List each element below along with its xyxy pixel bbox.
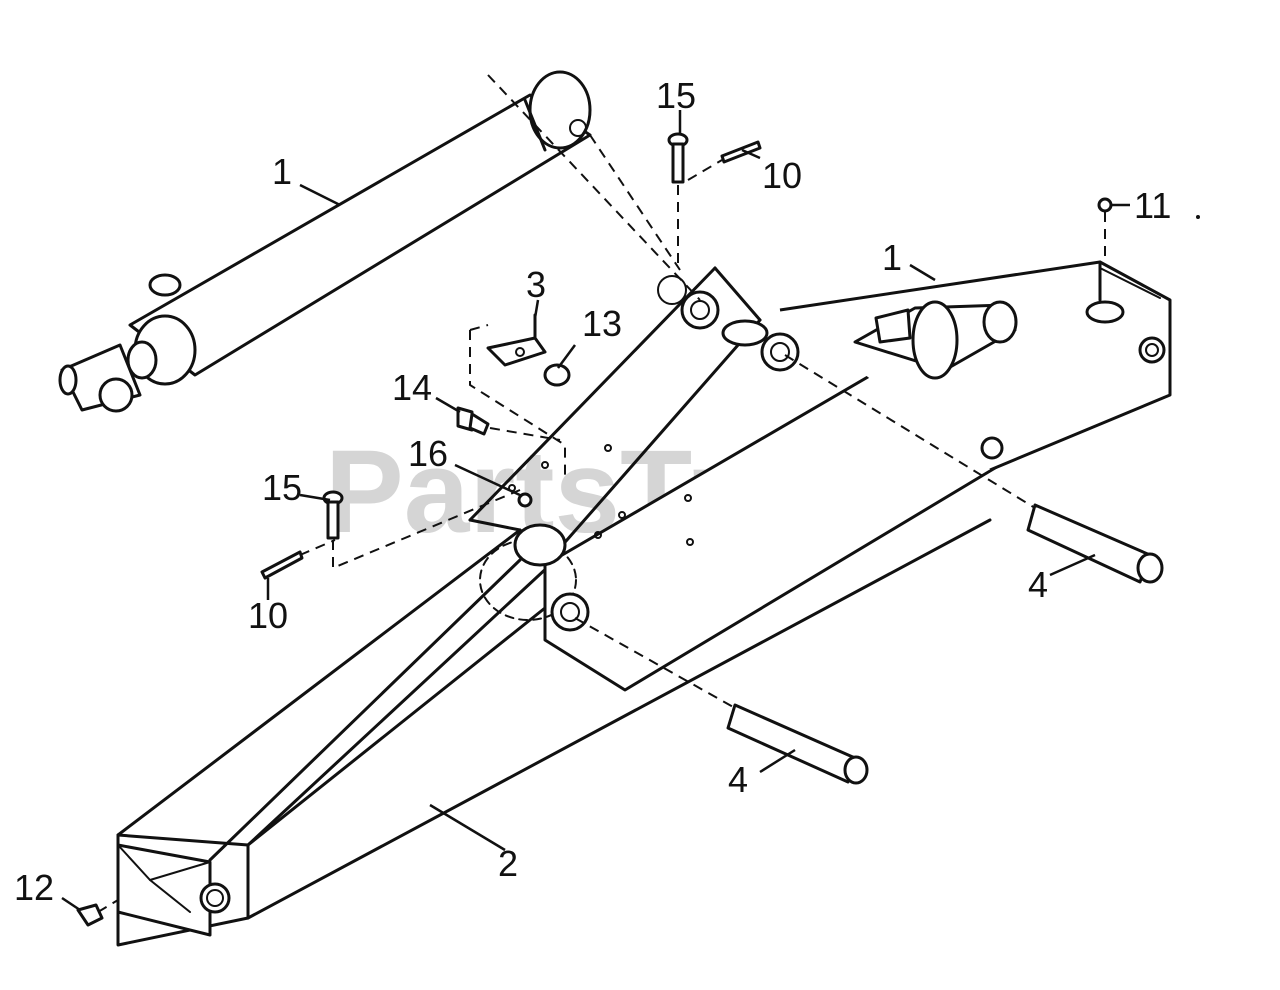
callout-12-fitting: 12 [14,867,54,908]
boom-arm[interactable] [116,518,992,947]
grease-fitting-16[interactable] [517,492,533,508]
callout-15-pin-left: 15 [262,467,302,508]
mounting-bracket[interactable] [468,260,1172,692]
assembly-guides [97,74,1106,913]
cotter-pin-top[interactable] [720,140,762,164]
callout-2-boom: 2 [498,843,518,884]
callout-labels: 1 1 2 3 4 4 10 10 11 12 13 14 15 15 16 [14,75,1171,908]
callout-13-nut: 13 [582,303,622,344]
cotter-pin-left[interactable] [260,550,304,580]
callout-10-cotter-top: 10 [762,155,802,196]
pivot-pin-bottom[interactable] [726,703,869,785]
nut-part[interactable] [543,363,571,387]
pivot-pin-right[interactable] [1026,503,1164,584]
callout-16-fitting: 16 [408,433,448,474]
grease-fitting-12[interactable] [76,903,104,927]
callout-1-cylinder-left: 1 [272,151,292,192]
plate-holes [508,444,694,546]
callout-4-pin-bottom: 4 [728,759,748,800]
clevis-pin-top[interactable] [667,132,689,184]
callout-14-bolt: 14 [392,367,432,408]
callout-11-fitting: 11 [1134,185,1171,226]
hydraulic-cylinder-right[interactable] [721,300,1018,380]
bolt-part[interactable] [456,406,490,436]
bracket-part[interactable] [486,313,547,367]
stray-mark [1196,215,1200,219]
callout-3-bracket: 3 [526,264,546,305]
callout-4-pin-right: 4 [1028,564,1048,605]
callout-15-pin-top: 15 [656,75,696,116]
leader-lines [61,110,1130,912]
grease-fitting-11[interactable] [1097,197,1113,213]
callout-10-cotter-left: 10 [248,595,288,636]
callout-1-cylinder-right: 1 [882,237,902,278]
